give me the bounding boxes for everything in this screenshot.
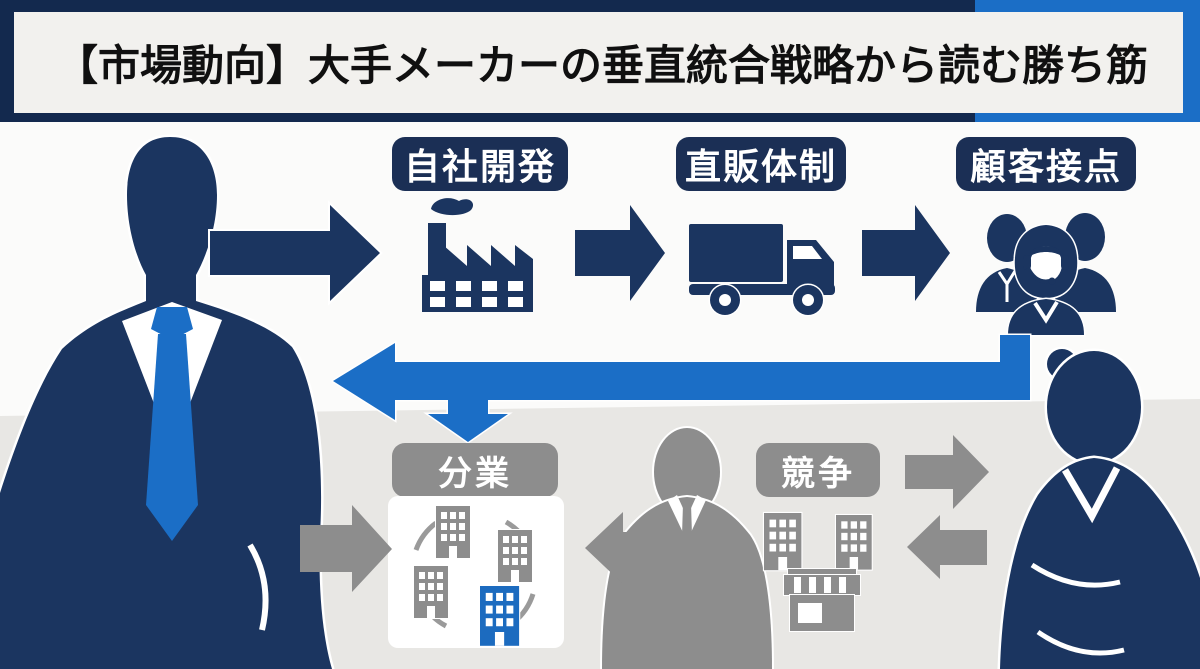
factory-icon [422,198,533,312]
businesswoman-silhouette [997,346,1200,669]
node-label-division-of-labor: 分業 [392,443,558,497]
gray-arrow-right-icon [300,505,392,592]
crossed-arm-seam [1030,562,1121,588]
feedback-loop-arrow-icon [330,333,1032,444]
flow-arrow-right-icon [862,205,950,301]
step-label-direct-sales: 直販体制 [676,137,846,191]
node-label-text: 分業 [438,454,512,493]
gray-arrow-left-icon [907,515,987,579]
blouse-collar [1061,466,1121,524]
node-label-text: 競争 [781,454,855,493]
hand-seam [247,543,269,631]
step-label-text: 顧客接点 [969,146,1122,187]
flow-arrow-right-icon [208,200,383,306]
node-label-competition: 競争 [756,443,880,497]
company-network-icon [388,496,564,648]
gray-tie [682,504,692,544]
step-label-text: 自社開発 [403,146,556,187]
page-title: 【市場動向】大手メーカーの垂直統合戦略から読む勝ち筋 [56,42,1149,89]
gray-arrow-left-icon [585,512,647,584]
gray-arrow-right-icon [905,435,989,509]
competing-stores-icon [762,511,873,632]
customer-support-team-icon [976,213,1116,337]
businessman-silhouette [0,134,335,669]
crossed-arm-seam [1036,629,1125,656]
flow-arrow-right-icon [575,205,665,301]
step-label-text: 直販体制 [684,146,837,187]
step-label-inhouse-development: 自社開発 [392,137,568,191]
delivery-truck-icon [689,224,835,317]
step-label-customer-touchpoint: 顧客接点 [956,137,1136,191]
blue-tie [146,307,198,541]
storefront-icon [783,568,861,632]
title-band: 【市場動向】大手メーカーの垂直統合戦略から読む勝ち筋 [14,12,1183,113]
